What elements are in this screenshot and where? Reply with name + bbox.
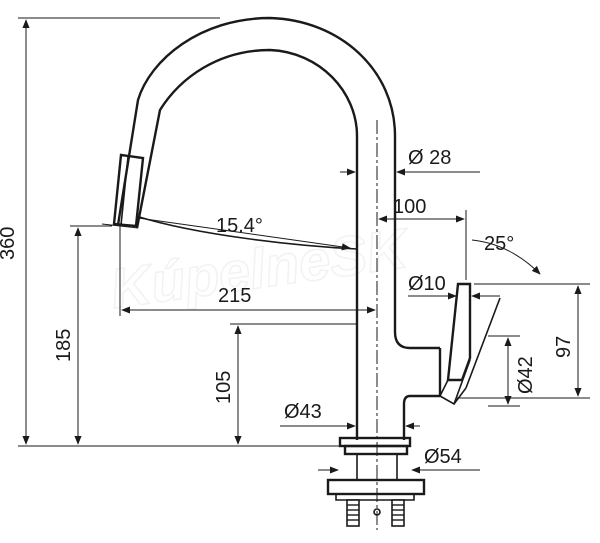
dim-total-height: 360: [0, 227, 19, 260]
faucet-outline: [101, 16, 501, 530]
dim-lever-angle: 25°: [484, 233, 514, 255]
dim-tube-diameter: Ø 28: [408, 147, 451, 169]
dim-spout-angle: 15.4°: [216, 215, 263, 237]
dim-lever-block-height: 97: [553, 336, 575, 358]
dim-lever-diameter: Ø10: [408, 273, 446, 295]
dim-lever-block-diameter: Ø42: [515, 356, 537, 394]
dim-lever-offset: 100: [393, 196, 426, 218]
dim-base-diameter: Ø43: [284, 401, 322, 423]
mounting-rods: [346, 499, 405, 527]
dim-reach: 215: [218, 285, 251, 307]
dim-lever-height: 105: [213, 371, 235, 404]
dimensions: 360 185 105 Ø 28 100 15.4° 25° Ø10 215: [0, 17, 590, 474]
dim-spout-height: 185: [53, 329, 75, 362]
dim-flange-diameter: Ø54: [424, 446, 462, 468]
